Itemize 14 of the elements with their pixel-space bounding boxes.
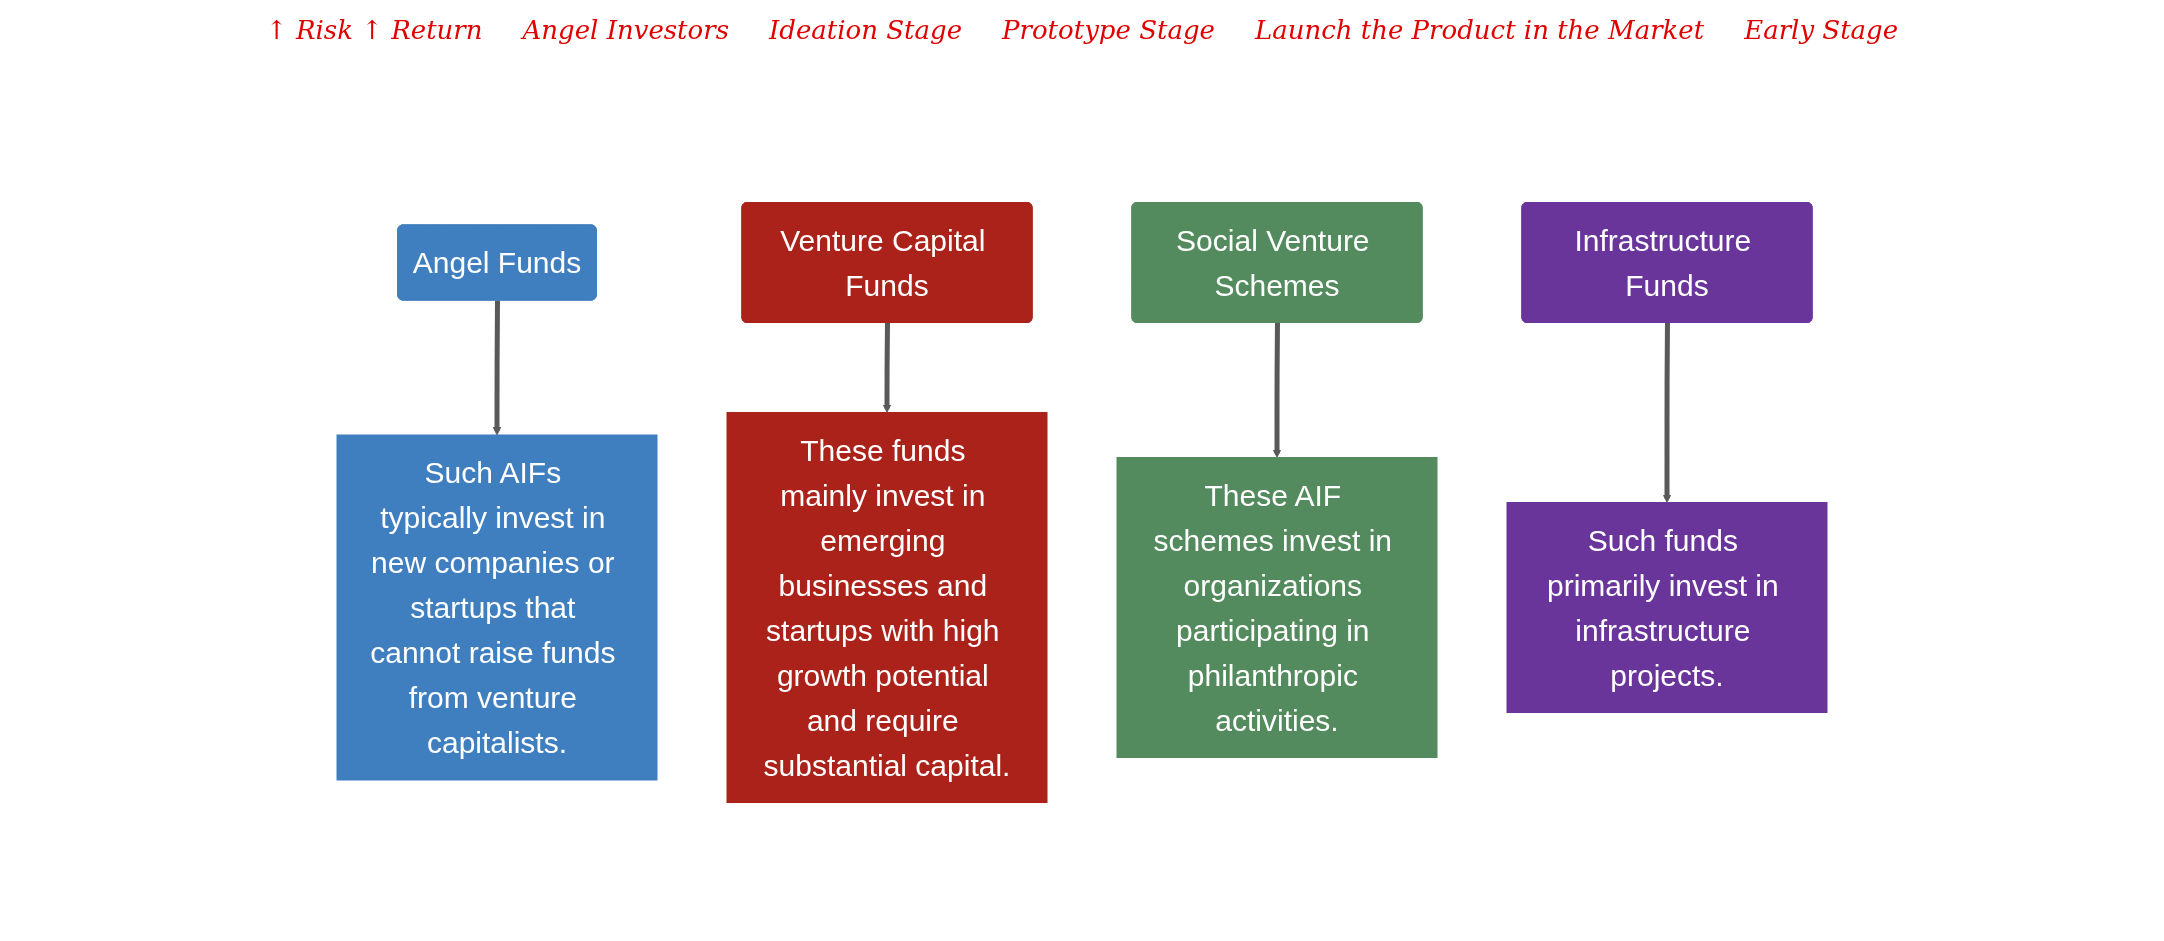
handwritten-note: Launch the Product in the Market: [1254, 15, 1705, 45]
handwritten-note: Angel Investors: [522, 15, 729, 45]
handwritten-note: ↑ Risk ↑ Return: [265, 15, 483, 45]
handwritten-note: Ideation Stage: [769, 15, 963, 45]
arrow: [492, 300, 502, 436]
node-box: These funds mainly invest in emerging businesses and startups with high growth potential and require substantial capital.: [726, 412, 1048, 803]
arrow: [882, 322, 892, 413]
node-box: Such AIFs typically invest in new companies or startups that cannot raise funds from venture capitalists.: [336, 434, 658, 781]
node-box: Such funds primarily invest in infrastructure projects.: [1506, 502, 1828, 713]
handwritten-note: Early Stage: [1744, 15, 1899, 45]
handwritten-note: Prototype Stage: [1002, 15, 1215, 45]
arrow: [1662, 322, 1672, 503]
node-box: These AIF schemes invest in organizations participating in philanthropic activities.: [1116, 457, 1438, 758]
arrow: [1272, 322, 1282, 458]
